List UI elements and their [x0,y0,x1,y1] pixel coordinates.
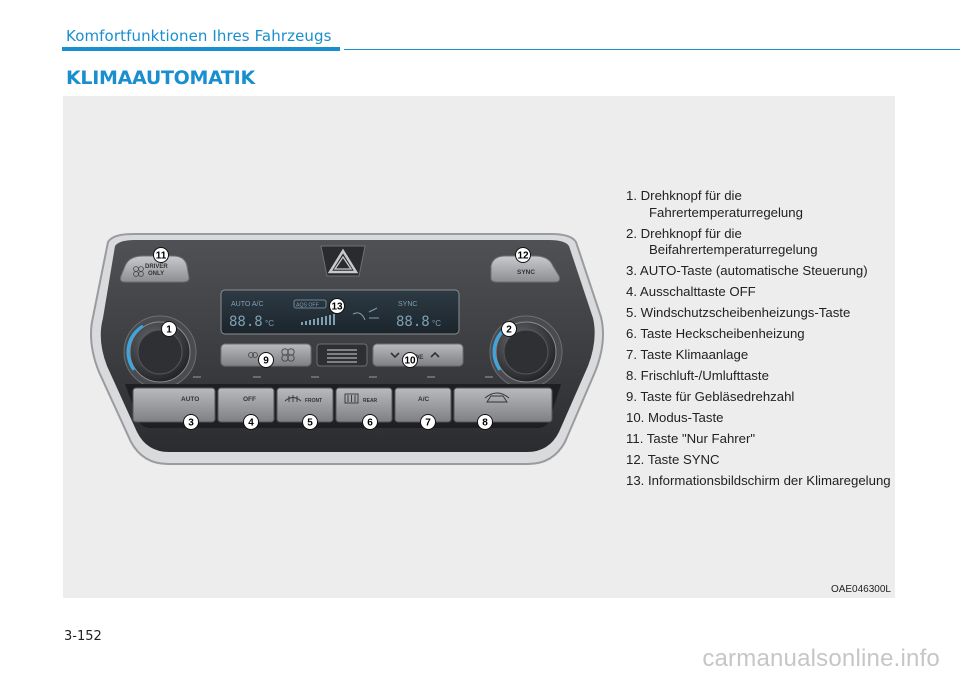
callout-13: 13 [331,302,343,313]
callout-2: 2 [506,325,512,336]
display-right-indicator: SYNC [398,301,417,308]
callout-8: 8 [482,418,488,429]
legend-item: 3. AUTO-Taste (automatische Steuerung) [626,263,868,278]
legend-item: 6. Taste Heckscheibenheizung [626,326,805,341]
watermark: carmanualsonline.info [702,645,940,672]
fan-level-bars-icon [301,314,335,325]
mode-down-arrow-icon [390,352,400,359]
callout-3: 3 [188,418,194,429]
legend-item: 11. Taste "Nur Fahrer" [626,431,756,446]
display-left-indicators: AUTO A/C [231,301,264,308]
fan-small-icon [248,352,258,358]
recirculation-car-icon [484,392,510,403]
page-number: 3-152 [64,629,102,644]
callout-badges: 11 12 13 1 2 9 10 3 4 5 6 7 8 [153,247,531,430]
legend-item: 9. Taste für Gebläsedrehzahl [626,389,795,404]
center-vent-grille [316,343,368,367]
ac-label: A/C [418,396,430,403]
callout-1: 1 [166,325,172,336]
sync-label: SYNC [517,269,535,276]
climate-control-panel-illustration: DRIVER ONLY SYNC AUTO A/C AQS OFF SYNC 8… [90,233,604,465]
callout-11: 11 [156,251,167,262]
rear-defrost-icon [344,393,359,404]
driver-only-icon [133,266,144,277]
callout-5: 5 [307,418,313,429]
vent-slats [327,349,357,363]
mode-control [372,343,464,367]
rear-label: REAR [363,398,378,404]
display-right-temp: 88.8 [396,314,430,330]
mode-up-arrow-icon [430,351,440,358]
legend-item: 13. Informationsbildschirm der Klimarege… [626,473,891,488]
callout-9: 9 [263,356,269,367]
driver-only-label-2: ONLY [148,271,164,277]
legend-item: 1. Drehknopf für die Fahrertemperaturreg… [626,188,803,220]
callout-10: 10 [404,356,416,367]
fan-large-icon [281,348,295,362]
legend-list: 1. Drehknopf für die Fahrertemperaturreg… [626,188,891,494]
legend-item: 5. Windschutzscheibenheizungs-Taste [626,305,851,320]
front-label: FRONT [305,398,322,404]
hazard-triangle-icon [327,248,359,274]
section-title: Komfortfunktionen Ihres Fahrzeugs [66,27,332,45]
legend-item: 8. Frischluft-/Umlufttaste [626,368,769,383]
display-right-unit: °C [432,319,441,328]
legend-item: 2. Drehknopf für die Beifahrertemperatur… [626,225,818,258]
display-left-unit: °C [265,319,274,328]
airflow-seat-icon [352,307,379,321]
driver-temperature-knob [123,315,197,389]
display-left-temp: 88.8 [229,314,263,330]
page-title: KLIMAAUTOMATIK [66,67,255,89]
front-defrost-icon [284,395,302,402]
auto-label: AUTO [181,396,199,403]
figure-code: OAE046300L [830,584,891,595]
driver-only-label-1: DRIVER [145,264,168,270]
callout-12: 12 [517,251,529,262]
sync-button-shape [490,255,560,283]
header-rule-thick [62,47,340,51]
header-rule-thin [344,49,960,50]
recirculation-button [453,387,553,423]
off-label: OFF [243,396,256,403]
passenger-temperature-knob [489,315,563,389]
legend-item: 4. Ausschalttaste OFF [626,284,756,299]
callout-7: 7 [425,418,431,429]
callout-6: 6 [367,418,373,429]
legend-item: 12. Taste SYNC [626,452,720,467]
figure-box: DRIVER ONLY SYNC AUTO A/C AQS OFF SYNC 8… [63,96,895,598]
display-aqs-badge: AQS OFF [296,303,319,309]
legend-item: 10. Modus-Taste [626,410,724,425]
callout-4: 4 [248,418,254,429]
legend-item: 7. Taste Klimaanlage [626,347,749,362]
auto-button [132,387,216,423]
